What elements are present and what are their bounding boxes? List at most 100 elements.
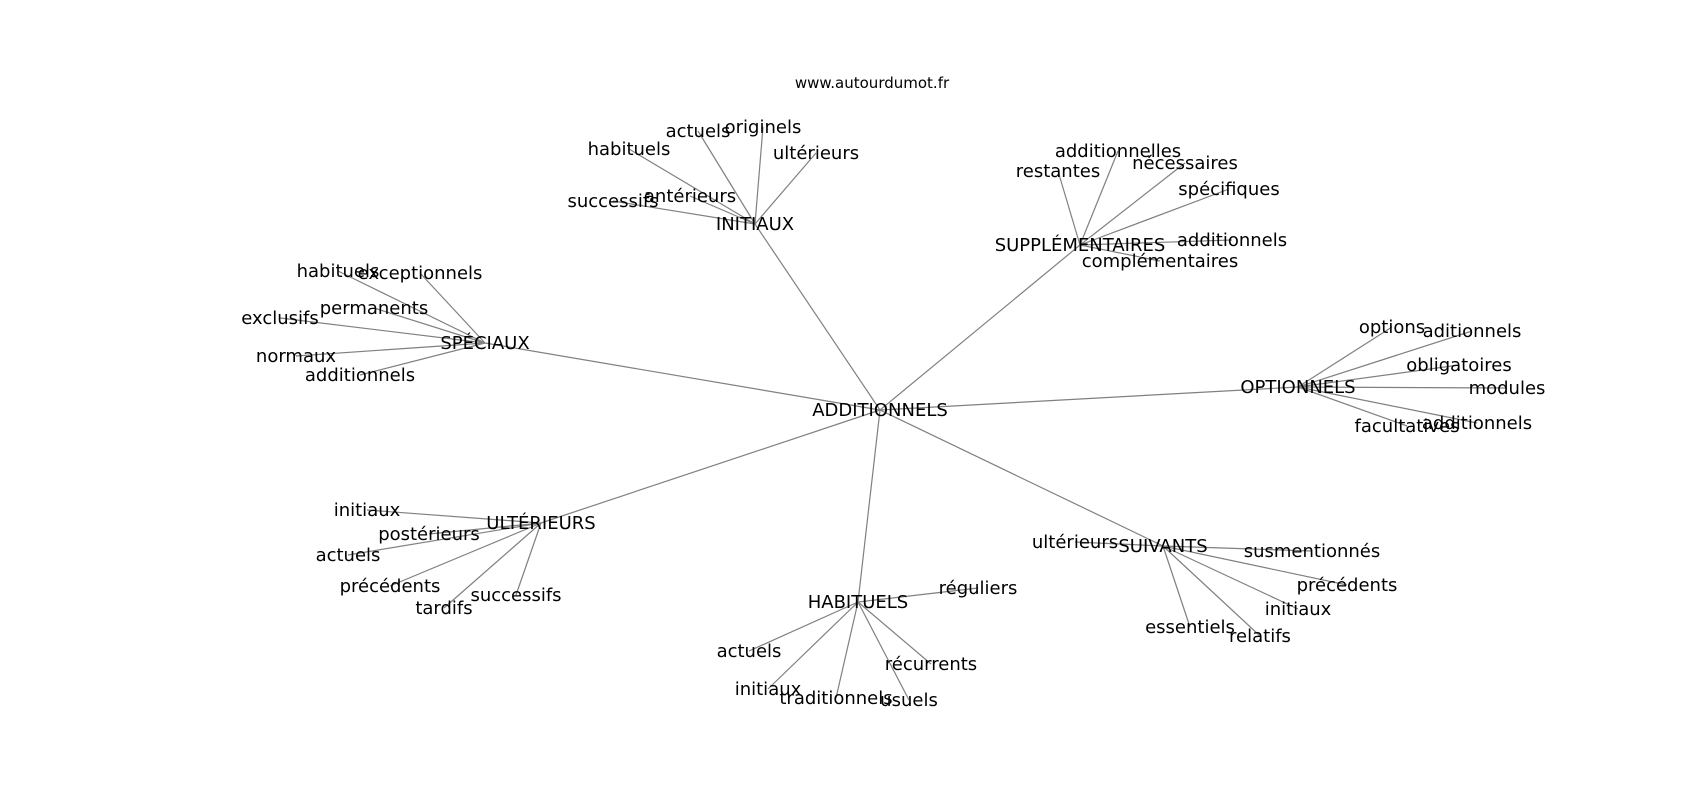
edge-root-hub xyxy=(879,244,1081,411)
leaf-node: actuels xyxy=(717,641,782,662)
leaf-node: options xyxy=(1359,317,1425,338)
edge-hub-child xyxy=(419,272,486,344)
edge-hub-child xyxy=(1162,545,1261,637)
leaf-node: successifs xyxy=(567,191,658,212)
edge-hub-child xyxy=(347,522,542,556)
edge-hub-child xyxy=(1057,170,1081,246)
leaf-node: modules xyxy=(1469,378,1546,399)
leaf-node: permanents xyxy=(320,298,428,319)
leaf-node: initiaux xyxy=(1265,599,1332,620)
edge-hub-child xyxy=(1079,150,1119,246)
edge-hub-child xyxy=(373,307,486,344)
leaf-node: initiaux xyxy=(334,500,401,521)
leaf-node: complémentaires xyxy=(1082,251,1239,272)
leaf-node: tardifs xyxy=(415,598,472,619)
leaf-node: essentiels xyxy=(1145,617,1235,638)
leaf-node: antérieurs xyxy=(644,186,736,207)
leaf-node: précédents xyxy=(340,576,441,597)
leaf-node: nécessaires xyxy=(1132,153,1238,174)
leaf-node: additionnels xyxy=(1422,413,1532,434)
edge-hub-child xyxy=(697,130,756,225)
leaf-node: normaux xyxy=(256,346,336,367)
hub-node: SPÉCIAUX xyxy=(440,332,529,354)
leaf-node: postérieurs xyxy=(378,524,480,545)
edge-root-hub xyxy=(879,409,1164,547)
edge-hub-child xyxy=(1297,326,1393,388)
edge-hub-child xyxy=(389,522,542,587)
leaf-node: exceptionnels xyxy=(358,263,483,284)
source-label: www.autourdumot.fr xyxy=(795,74,950,92)
edge-hub-child xyxy=(1162,545,1299,610)
edge-hub-child xyxy=(1297,386,1408,427)
leaf-node: restantes xyxy=(1016,161,1100,182)
edge-hub-child xyxy=(1297,364,1460,388)
edge-hub-child xyxy=(754,152,817,225)
leaf-node: actuels xyxy=(316,545,381,566)
leaf-node: usuels xyxy=(880,690,938,711)
edge-hub-child xyxy=(857,587,979,603)
leaf-node: traditionnels xyxy=(779,688,892,709)
edge-root-hub xyxy=(540,409,881,524)
hub-node: INITIAUX xyxy=(716,214,794,235)
leaf-node: précédents xyxy=(1297,575,1398,596)
edge-hub-child xyxy=(515,522,542,596)
edge-hub-child xyxy=(1162,545,1191,628)
hub-node: SUPPLÉMENTAIRES xyxy=(995,234,1166,256)
hub-node: HABITUELS xyxy=(808,592,909,613)
edge-hub-child xyxy=(748,601,859,652)
edge-root-hub xyxy=(857,409,881,603)
edge-hub-child xyxy=(1297,386,1508,389)
leaf-node: susmentionnés xyxy=(1244,541,1381,562)
leaf-node: additionnels xyxy=(1177,230,1287,251)
edge-hub-child xyxy=(366,509,542,524)
edge-root-hub xyxy=(879,386,1299,411)
leaf-node: additionnels xyxy=(305,365,415,386)
edge-hub-child xyxy=(1074,541,1164,547)
edge-hub-child xyxy=(767,601,859,690)
edge-hub-child xyxy=(279,317,486,344)
leaf-node: additionnelles xyxy=(1055,141,1181,162)
edge-hub-child xyxy=(835,601,859,699)
leaf-node: successifs xyxy=(470,585,561,606)
hub-node: SUIVANTS xyxy=(1118,536,1207,557)
leaf-node: habituels xyxy=(297,261,380,282)
leaf-node: originels xyxy=(725,117,802,138)
leaf-node: initiaux xyxy=(735,679,802,700)
edge-hub-child xyxy=(1079,162,1186,246)
edge-hub-child xyxy=(689,195,756,225)
edge-hub-child xyxy=(1162,545,1348,586)
edge-hub-child xyxy=(857,601,932,665)
edge-hub-child xyxy=(857,601,910,701)
edge-hub-child xyxy=(295,342,486,357)
edge-hub-child xyxy=(428,522,542,535)
leaf-node: relatifs xyxy=(1229,626,1291,647)
edge-hub-child xyxy=(1297,386,1478,424)
edge-hub-child xyxy=(443,522,542,609)
leaf-node: ultérieurs xyxy=(1032,532,1118,553)
edge-hub-child xyxy=(1162,545,1313,552)
leaf-node: facultatives xyxy=(1355,416,1460,437)
edges xyxy=(279,126,1508,701)
leaf-node: réguliers xyxy=(939,578,1018,599)
leaf-node: spécifiques xyxy=(1178,179,1279,200)
leaf-node: récurrents xyxy=(885,654,977,675)
edge-hub-child xyxy=(1079,244,1161,262)
root-node: ADDITIONNELS xyxy=(812,400,948,421)
leaf-node: ultérieurs xyxy=(773,143,859,164)
hub-node: ULTÉRIEURS xyxy=(486,512,595,534)
edge-hub-child xyxy=(359,342,486,376)
edge-hub-child xyxy=(628,148,756,225)
edge-root-hub xyxy=(754,223,881,411)
edge-hub-child xyxy=(1079,188,1230,246)
edge-hub-child xyxy=(612,200,756,225)
leaf-node: habituels xyxy=(588,139,671,160)
edge-hub-child xyxy=(1297,330,1473,388)
edge-hub-child xyxy=(754,126,764,225)
leaf-node: exclusifs xyxy=(241,308,319,329)
leaf-node: actuels xyxy=(666,121,731,142)
labels: ADDITIONNELSINITIAUXactuelsoriginelshabi… xyxy=(241,117,1545,711)
edge-root-hub xyxy=(484,342,881,411)
leaf-node: aditionnels xyxy=(1423,321,1522,342)
edge-hub-child xyxy=(337,270,486,344)
